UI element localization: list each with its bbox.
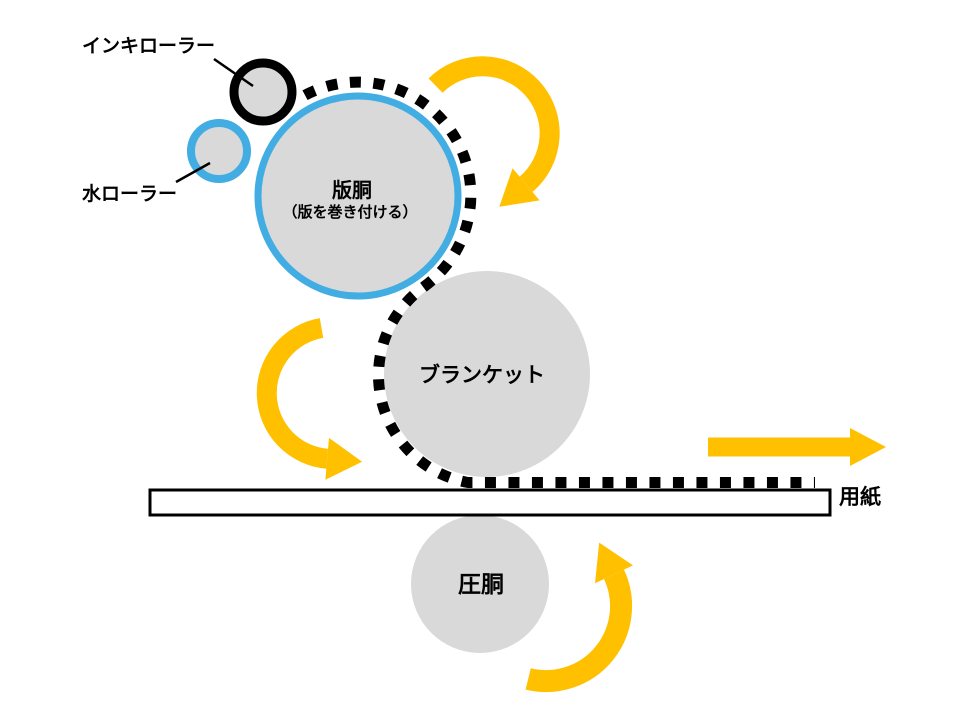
water-roller-circle <box>187 119 251 183</box>
impression-rotation-arrow <box>525 542 633 692</box>
blanket-label: ブランケット <box>419 364 545 387</box>
plate-rotation-arrow <box>428 56 560 207</box>
plate-cylinder-circle <box>254 92 462 300</box>
paper-direction-arrow <box>708 428 886 466</box>
paper-label: 用紙 <box>839 486 881 509</box>
ink-transfer-dashed-path <box>302 76 815 488</box>
blanket-cylinder-circle <box>384 271 590 477</box>
plate-cylinder-note: （版を巻き付ける） <box>282 204 418 221</box>
paper-sheet <box>148 488 832 517</box>
ink-roller-label: インキローラー <box>82 36 216 57</box>
plate-cylinder-label: 版胴 <box>332 180 372 202</box>
ink-roller-leader-line <box>213 57 254 88</box>
blanket-rotation-arrow <box>256 318 363 480</box>
impression-cylinder-label: 圧胴 <box>458 571 504 597</box>
water-roller-leader-line <box>175 161 211 184</box>
ink-roller-circle <box>229 58 297 126</box>
impression-cylinder-circle <box>411 515 549 653</box>
water-roller-label: 水ローラー <box>82 184 178 205</box>
